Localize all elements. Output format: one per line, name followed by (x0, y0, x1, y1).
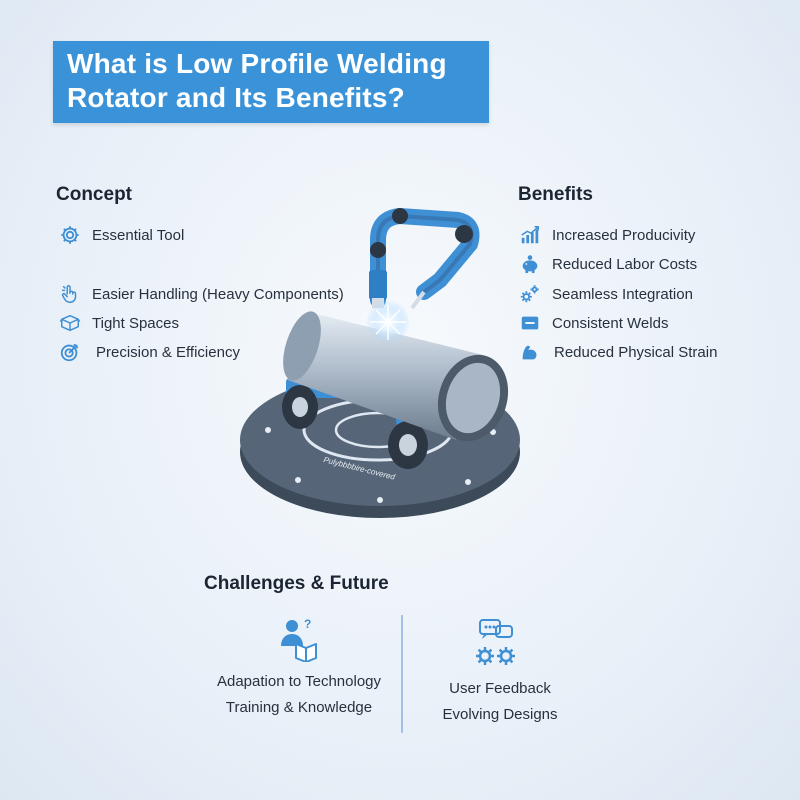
pipe-body (288, 312, 483, 440)
check-square-icon (518, 311, 542, 335)
welding-head (369, 270, 387, 300)
gears-icon (518, 282, 542, 306)
concept-item-label: Easier Handling (Heavy Components) (92, 285, 344, 303)
benefit-item-label: Seamless Integration (552, 285, 693, 303)
concept-item-label: Essential Tool (92, 226, 185, 244)
challenges-divider (401, 615, 403, 733)
concept-heading: Concept (56, 184, 132, 205)
welding-torch (410, 290, 426, 310)
wheel-right-front (388, 421, 428, 469)
arm-joint-2 (455, 225, 473, 243)
learner-book-icon: ? (281, 617, 317, 662)
concept-item-easier-handling: Easier Handling (Heavy Components) (58, 282, 344, 306)
pipe-front-inner (445, 362, 501, 434)
title-banner: What is Low Profile Welding Rotator and … (53, 41, 489, 123)
challenge-right-line-1: User Feedback (449, 680, 551, 697)
benefit-item-welds: Consistent Welds (518, 311, 668, 335)
welding-rotator-illustration: Pulybbbbire-covered (240, 207, 520, 518)
concept-item-label: Precision & Efficiency (96, 343, 240, 361)
benefit-item-physical-strain: Reduced Physical Strain (518, 340, 717, 364)
piggy-bank-icon (518, 252, 542, 276)
svg-text:?: ? (304, 617, 311, 631)
concept-item-precision: Precision & Efficiency (58, 340, 240, 364)
concept-item-tight-spaces: Tight Spaces (58, 311, 179, 335)
hand-pointer-icon (58, 282, 82, 306)
benefit-item-labor-costs: Reduced Labor Costs (518, 252, 697, 276)
challenge-right-line-2: Evolving Designs (442, 706, 558, 723)
benefit-item-integration: Seamless Integration (518, 282, 693, 306)
benefit-item-label: Increased Producivity (552, 226, 696, 244)
feedback-gears-icon (476, 619, 515, 665)
concept-item-essential-tool: Essential Tool (58, 223, 184, 247)
title-line-2: Rotator and Its Benefits? (67, 82, 405, 113)
box-icon (58, 311, 82, 335)
gear-icon (58, 223, 82, 247)
benefit-item-label: Reduced Labor Costs (552, 255, 698, 273)
benefit-item-label: Consistent Welds (552, 314, 669, 332)
benefit-item-productivity: Increased Producivity (518, 223, 695, 247)
concept-item-label: Tight Spaces (92, 314, 179, 332)
benefit-item-label: Reduced Physical Strain (554, 343, 718, 361)
challenges-heading: Challenges & Future (204, 573, 389, 594)
wheel-left-front (282, 385, 318, 429)
pipe-back-end (283, 311, 321, 381)
challenge-left-line-1: Adapation to Technology (216, 673, 382, 690)
challenge-left-line-2: Training & Knowledge (225, 699, 373, 716)
arm-joint-3 (370, 242, 386, 258)
title-line-1: What is Low Profile Welding (67, 48, 447, 79)
bar-chart-icon (518, 223, 542, 247)
benefits-heading: Benefits (518, 184, 593, 205)
target-icon (58, 340, 82, 364)
spark-rays (370, 304, 406, 340)
muscle-arm-icon (518, 340, 542, 364)
arm-joint-1 (392, 208, 408, 224)
